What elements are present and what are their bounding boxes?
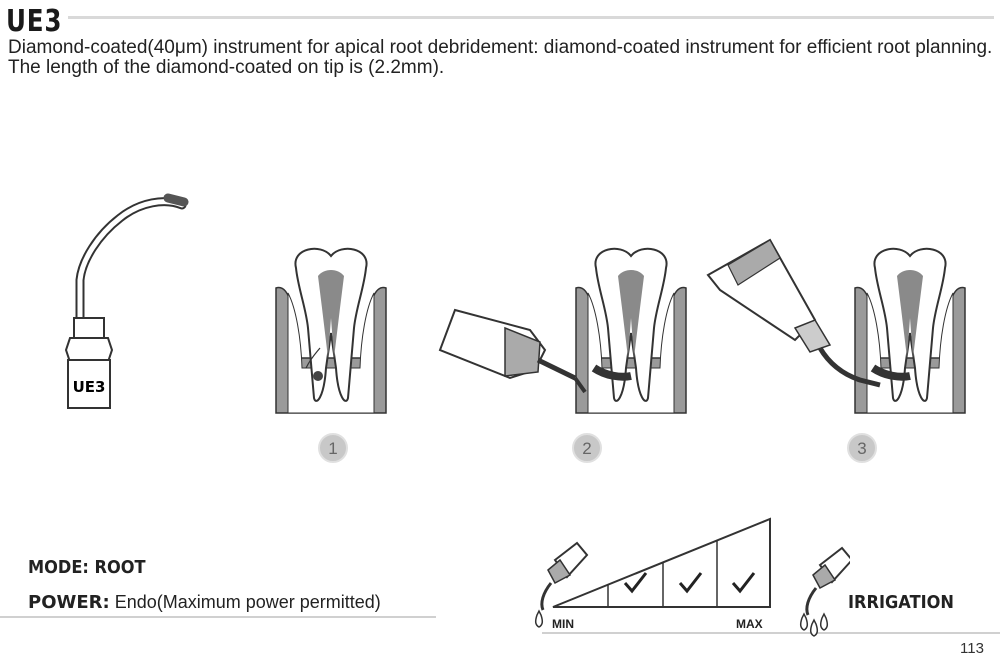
max-label: MAX (736, 617, 763, 631)
irrigation-icon (799, 546, 850, 637)
tooth-illustration-1 (275, 247, 387, 414)
bottom-divider-right (542, 632, 1000, 634)
step-number-2: 2 (582, 439, 591, 458)
instrument-label: UE3 (73, 378, 106, 396)
power-setting: POWER: Endo(Maximum power permitted) (28, 592, 381, 613)
power-level-gauge (534, 517, 771, 628)
check-icon (623, 572, 648, 594)
title-divider (68, 16, 994, 19)
step-number-3: 3 (857, 439, 866, 458)
min-label: MIN (552, 617, 574, 631)
power-label: POWER: (28, 592, 110, 613)
mode-setting: MODE: ROOT (28, 557, 146, 578)
check-icon (678, 572, 703, 594)
product-description: Diamond-coated(40μm) instrument for apic… (8, 37, 993, 78)
check-icon (731, 572, 756, 594)
irrigation-label: IRRIGATION (848, 592, 954, 613)
tooth-illustration-2 (575, 247, 687, 414)
droplet-icon (534, 609, 544, 628)
power-value: Endo(Maximum power permitted) (109, 592, 381, 612)
step-number-1: 1 (328, 439, 337, 458)
handpiece-drawing-2 (438, 308, 587, 394)
handpiece-drawing-3 (706, 238, 881, 388)
procedure-illustrations: UE3 1 2 3 (64, 193, 966, 463)
page-number: 113 (960, 640, 984, 657)
product-title: UE3 (6, 4, 63, 39)
handpiece-min-icon (534, 541, 589, 628)
bottom-divider-left (0, 616, 436, 618)
tooth-illustration-3 (854, 247, 966, 414)
instrument-tip-drawing: UE3 (64, 193, 189, 409)
